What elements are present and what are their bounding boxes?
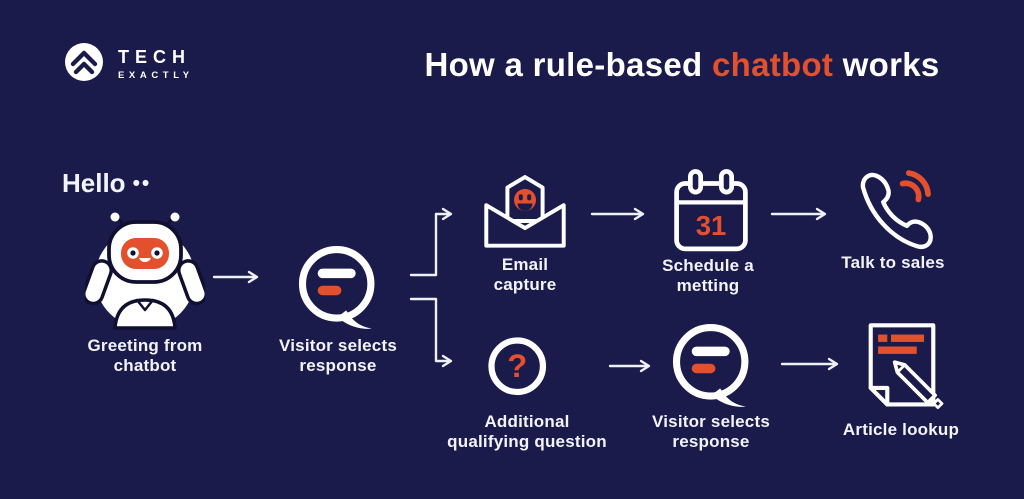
title-suffix: works bbox=[833, 46, 940, 83]
tech-exactly-logo-icon bbox=[65, 43, 103, 81]
node-label-talk-to-sales: Talk to sales bbox=[841, 253, 945, 272]
calendar-day-number: 31 bbox=[696, 210, 727, 241]
email-smiley-icon bbox=[484, 175, 566, 248]
title-highlight: chatbot bbox=[711, 46, 834, 83]
node-label-article-lookup: Article lookup bbox=[842, 420, 960, 439]
hello-greeting-text: Hello•• bbox=[62, 168, 152, 198]
robot-icon bbox=[85, 212, 205, 330]
typing-dots: •• bbox=[132, 172, 152, 195]
node-label-schedule-meeting: Schedule a metting bbox=[662, 256, 754, 295]
arrow-branch-up-to-email bbox=[409, 207, 453, 277]
brand-name-top: TECH bbox=[118, 47, 191, 67]
node-label-visitor-select-1: Visitor selects response bbox=[279, 336, 397, 375]
node-label-qualifying-question: Additional qualifying question bbox=[447, 412, 607, 451]
node-label-greeting: Greeting from chatbot bbox=[87, 336, 203, 375]
brand-logo: TECH EXACTLY bbox=[64, 42, 194, 82]
page-title: How a rule-based chatbot works bbox=[372, 46, 992, 84]
node-label-visitor-select-2: Visitor selects response bbox=[652, 412, 770, 451]
phone-icon bbox=[860, 170, 933, 250]
question-mark-icon: ? bbox=[488, 337, 547, 396]
brand-name-bottom: EXACTLY bbox=[118, 70, 194, 81]
chat-bubble-icon bbox=[672, 324, 749, 407]
title-prefix: How a rule-based bbox=[424, 46, 712, 83]
question-glyph: ? bbox=[507, 347, 527, 384]
document-pencil-icon bbox=[868, 323, 944, 410]
arrow-branch-down-to-question bbox=[409, 297, 453, 368]
chat-bubble-icon bbox=[298, 246, 375, 329]
node-label-email-capture: Email capture bbox=[493, 255, 557, 294]
calendar-icon: 31 bbox=[674, 169, 748, 252]
